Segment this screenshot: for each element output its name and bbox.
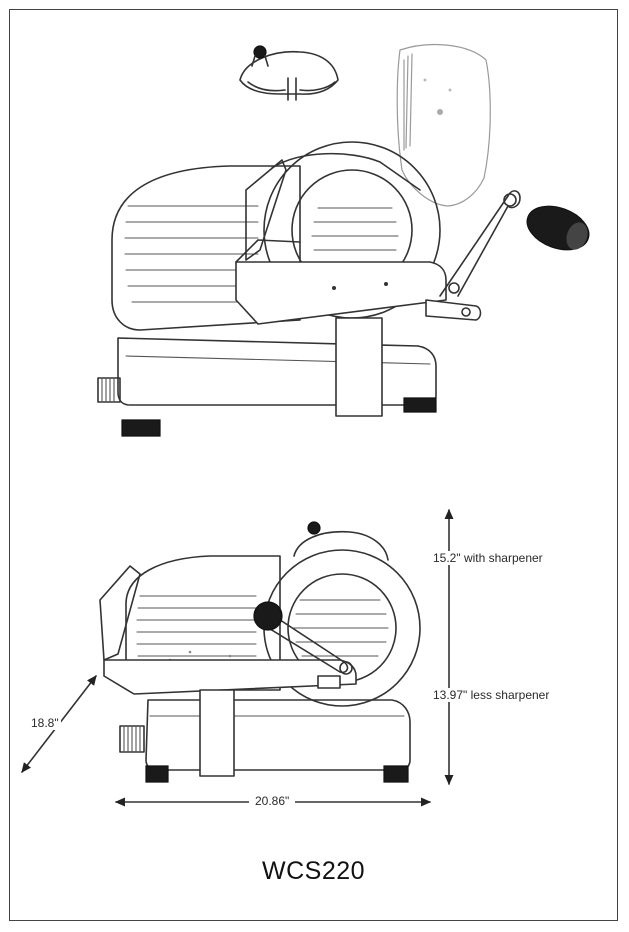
- height-less-sharpener-label: 13.97" less sharpener: [430, 688, 553, 702]
- food-pusher-part: [396, 43, 491, 207]
- depth-label: 18.8": [29, 716, 61, 730]
- model-name: WCS220: [262, 857, 366, 885]
- height-with-sharpener-label: 15.2" with sharpener: [430, 551, 546, 565]
- slicer-dimension-view: [99, 521, 421, 783]
- figure-frame: [9, 9, 618, 921]
- width-label: 20.86": [249, 794, 296, 808]
- slicer-exploded-view: [97, 141, 521, 437]
- carriage-knob-part: [526, 205, 590, 251]
- sharpener-part: [239, 45, 339, 101]
